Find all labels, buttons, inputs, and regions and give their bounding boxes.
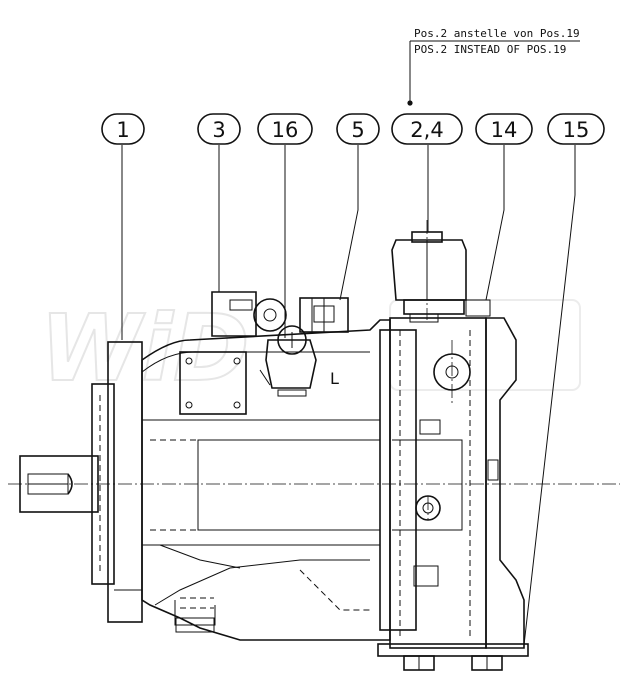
callout-14-label: 14 <box>491 118 518 142</box>
leader-lines <box>121 145 576 646</box>
callout-15: 15 <box>547 113 605 145</box>
note-line-1: Pos.2 anstelle von Pos.19 <box>414 27 580 40</box>
callout-1-label: 1 <box>116 118 129 142</box>
callout-3: 3 <box>197 113 241 145</box>
port-l-label: L <box>330 369 339 388</box>
callout-15-label: 15 <box>563 118 590 142</box>
callout-16-label: 16 <box>272 118 299 142</box>
revision-note: Pos.2 anstelle von Pos.19 POS.2 INSTEAD … <box>407 27 580 106</box>
callout-3-label: 3 <box>212 118 225 142</box>
callout-5-label: 5 <box>351 118 364 142</box>
port-plate <box>377 299 529 671</box>
callout-1: 1 <box>101 113 145 145</box>
pressure-controller <box>391 220 467 320</box>
callout-2-4: 2,4 <box>391 113 463 145</box>
callout-14: 14 <box>475 113 533 145</box>
callout-2-4-label: 2,4 <box>410 118 443 142</box>
note-line-2: POS.2 INSTEAD OF POS.19 <box>414 43 566 56</box>
callout-16: 16 <box>257 113 313 145</box>
watermark-text: WiD <box>40 295 249 402</box>
callout-5: 5 <box>336 113 380 145</box>
note-leader-dot <box>407 100 413 106</box>
control-valve: L <box>211 291 349 397</box>
pump-housing <box>141 319 391 641</box>
cover-plate <box>179 351 247 415</box>
drive-shaft <box>8 455 620 513</box>
